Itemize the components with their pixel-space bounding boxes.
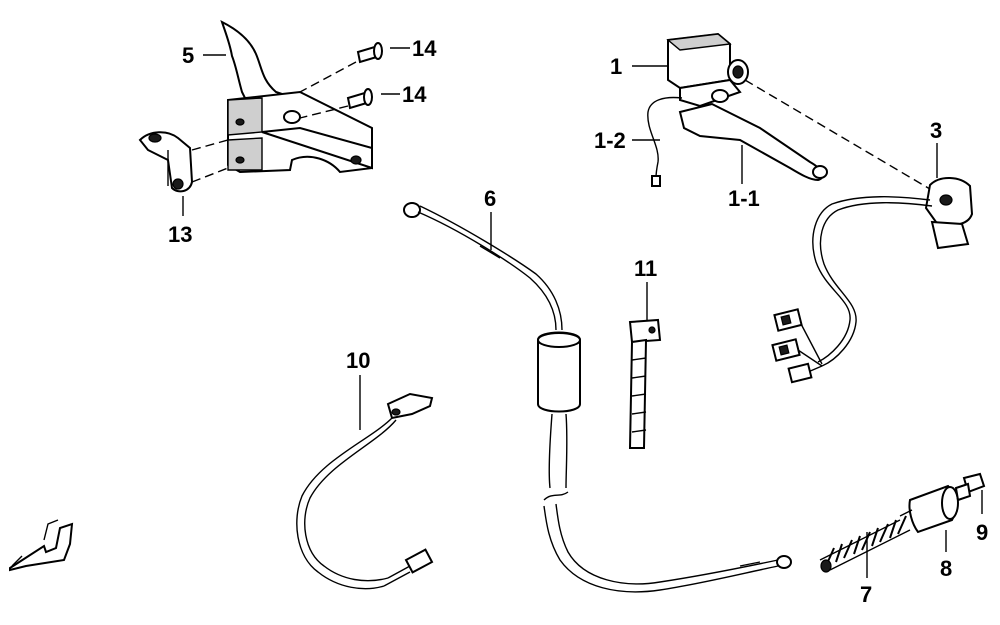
label-part-3: 3	[930, 118, 942, 143]
connector-part-3-c	[787, 362, 813, 384]
label-part-1: 1	[610, 54, 622, 79]
master-cylinder-part-1	[666, 32, 749, 108]
label-part-14-lower: 14	[402, 82, 427, 107]
label-part-10: 10	[346, 348, 370, 373]
connector-part-3-a	[773, 308, 803, 332]
label-part-6: 6	[484, 186, 496, 211]
screw-part-14-lower	[346, 88, 373, 110]
front-arrow-icon	[9, 519, 74, 572]
spring-part-7	[819, 515, 911, 573]
handlebar-switch-part-3	[797, 177, 974, 373]
label-part-9: 9	[976, 520, 988, 545]
clamp-bracket-part-5	[220, 20, 373, 174]
connector-part-3-b	[771, 338, 801, 362]
label-part-14-upper: 14	[412, 36, 437, 61]
leader-lines	[182, 47, 983, 578]
screw-part-14-upper	[356, 42, 383, 64]
label-part-13: 13	[168, 222, 192, 247]
label-part-8: 8	[940, 556, 952, 581]
brake-lever-part-1-1	[678, 102, 828, 182]
label-part-1-2: 1-2	[594, 128, 626, 153]
label-part-11: 11	[634, 256, 657, 281]
switch-wire-part-10	[296, 392, 434, 590]
bolt-part-9	[954, 472, 986, 502]
label-part-7: 7	[860, 582, 872, 607]
switch-wire-part-1-2	[647, 96, 683, 187]
cable-part-6	[403, 202, 792, 593]
clip-part-13	[138, 131, 194, 193]
cable-end-barrel-part-8	[899, 484, 959, 534]
label-part-5: 5	[182, 43, 194, 68]
cable-tie-part-11	[628, 318, 662, 449]
label-part-1-1: 1-1	[728, 186, 760, 211]
